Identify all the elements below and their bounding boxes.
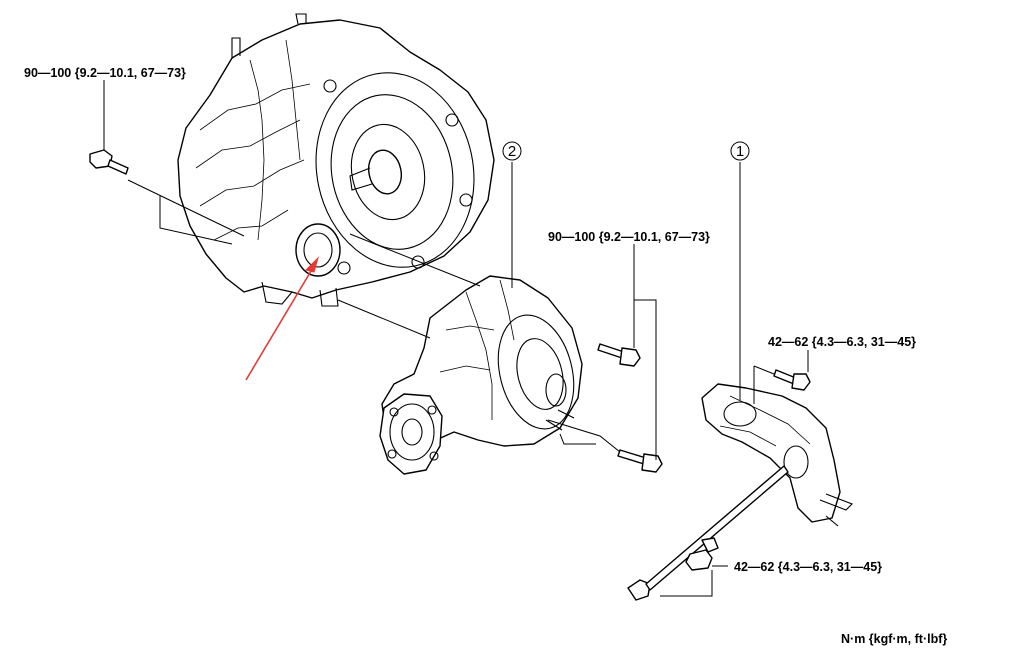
transaxle-assembly — [177, 13, 495, 307]
transaxle-bolt — [89, 149, 129, 175]
transfer-bolts — [597, 343, 663, 473]
torque-label-right-upper: 42—62 {4.3—6.3, 31—45} — [768, 335, 916, 349]
torque-label-top-left: 90—100 {9.2—10.1, 67—73} — [24, 66, 186, 80]
leader-lines — [103, 80, 809, 597]
red-arrow-line — [245, 265, 315, 381]
bolt-lower — [617, 449, 663, 473]
red-arrow — [245, 256, 320, 381]
torque-label-right-lower: 42—62 {4.3—6.3, 31—45} — [734, 560, 882, 574]
transfer-assembly — [379, 275, 583, 475]
red-arrow-head — [305, 256, 320, 273]
transfer-bracket — [627, 369, 853, 601]
callout-2-label: 2 — [508, 143, 516, 160]
callout-2: 2 — [502, 141, 522, 161]
bolt-upper — [597, 343, 641, 367]
torque-label-middle: 90—100 {9.2—10.1, 67—73} — [548, 230, 710, 244]
callout-1: 1 — [730, 141, 750, 161]
callout-1-label: 1 — [736, 143, 744, 160]
units-label: N·m {kgf·m, ft·lbf} — [841, 632, 947, 646]
